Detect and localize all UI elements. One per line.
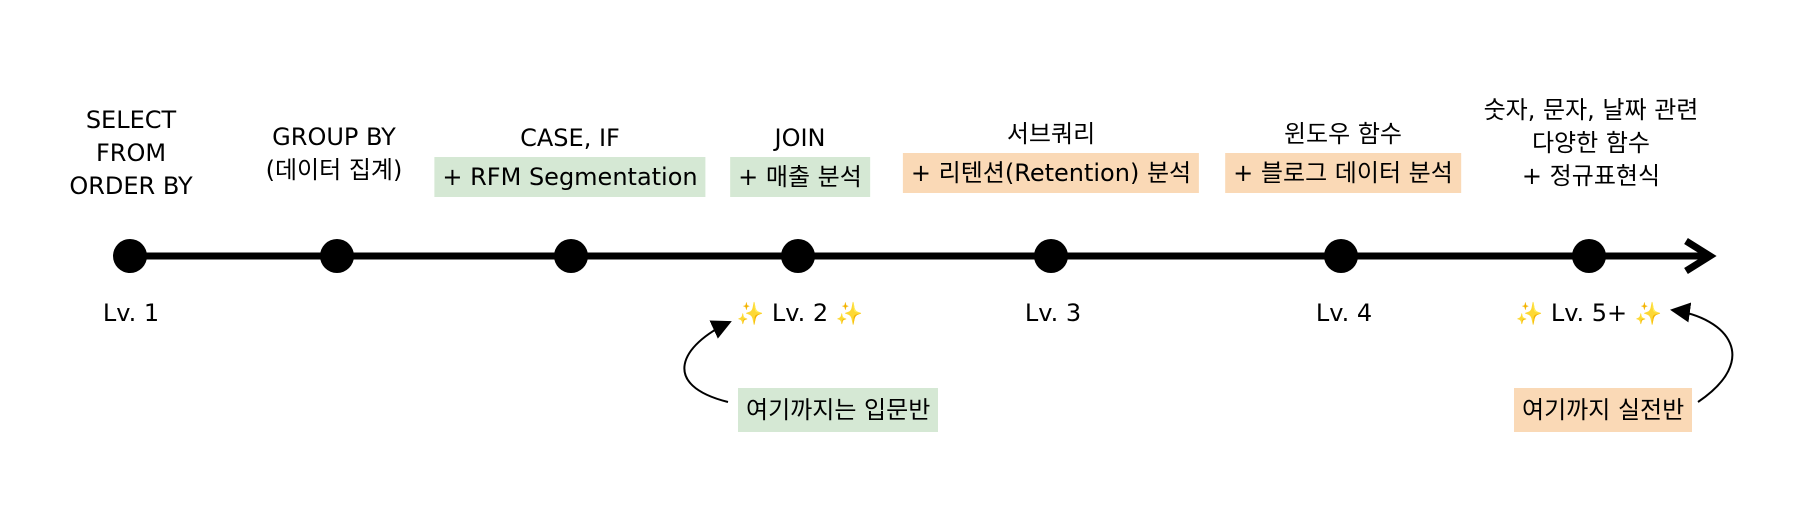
step-4-label: JOIN + 매출 분석 bbox=[730, 122, 870, 197]
level-lv2: ✨ Lv. 2 ✨ bbox=[737, 298, 863, 330]
step-5-highlight: + 리텐션(Retention) 분석 bbox=[902, 153, 1200, 193]
step-4-line-1: JOIN bbox=[774, 124, 826, 152]
level-lv4-text: Lv. 4 bbox=[1315, 299, 1373, 327]
advanced-course-note: 여기까지 실전반 bbox=[1514, 388, 1693, 432]
node-lv3 bbox=[1034, 239, 1068, 273]
node-group-by bbox=[320, 239, 354, 273]
step-2-line-2: (데이터 집계) bbox=[265, 156, 403, 184]
step-7-line-2: 다양한 함수 bbox=[1531, 129, 1651, 157]
level-lv5: ✨ Lv. 5+ ✨ bbox=[1516, 298, 1662, 330]
sparkle-icon: ✨ bbox=[835, 302, 864, 327]
step-7-line-1: 숫자, 문자, 날짜 관련 bbox=[1483, 96, 1699, 124]
step-5-line-1: 서브쿼리 bbox=[1006, 120, 1096, 148]
step-7-line-3: + 정규표현식 bbox=[1521, 162, 1661, 190]
step-4-highlight: + 매출 분석 bbox=[730, 157, 870, 197]
step-2-line-1: GROUP BY bbox=[272, 123, 396, 151]
sparkle-icon: ✨ bbox=[736, 302, 765, 327]
step-7-label: 숫자, 문자, 날짜 관련 다양한 함수 + 정규표현식 bbox=[1484, 94, 1699, 193]
step-1-label: SELECT FROM ORDER BY bbox=[69, 104, 192, 203]
level-lv3: Lv. 3 bbox=[1025, 298, 1081, 328]
timeline-arrowhead bbox=[1684, 238, 1717, 274]
step-6-highlight: + 블로그 데이터 분석 bbox=[1225, 153, 1461, 193]
level-lv3-text: Lv. 3 bbox=[1024, 299, 1082, 327]
step-3-label: CASE, IF + RFM Segmentation bbox=[434, 122, 706, 197]
step-1-line-2: FROM bbox=[95, 139, 167, 167]
step-6-label: 윈도우 함수 + 블로그 데이터 분석 bbox=[1225, 118, 1461, 193]
level-lv5-text: Lv. 5+ bbox=[1550, 299, 1628, 327]
step-1-line-3: ORDER BY bbox=[69, 172, 193, 200]
step-3-line-1: CASE, IF bbox=[520, 124, 620, 152]
level-lv4: Lv. 4 bbox=[1316, 298, 1372, 328]
step-1-line-1: SELECT bbox=[85, 106, 177, 134]
level-lv1: Lv. 1 bbox=[103, 298, 159, 328]
step-5-label: 서브쿼리 + 리텐션(Retention) 분석 bbox=[902, 118, 1200, 193]
step-3-highlight: + RFM Segmentation bbox=[434, 157, 706, 197]
sparkle-icon: ✨ bbox=[1634, 302, 1663, 327]
node-lv5 bbox=[1572, 239, 1606, 273]
node-lv4 bbox=[1324, 239, 1358, 273]
step-6-line-1: 윈도우 함수 bbox=[1283, 120, 1403, 148]
level-lv2-text: Lv. 2 bbox=[771, 299, 829, 327]
sparkle-icon: ✨ bbox=[1515, 302, 1544, 327]
advanced-curve-arrow bbox=[1670, 302, 1734, 403]
beginner-curve-arrow bbox=[683, 320, 732, 403]
node-lv2 bbox=[781, 239, 815, 273]
level-lv1-text: Lv. 1 bbox=[102, 299, 160, 327]
node-case-if bbox=[554, 239, 588, 273]
beginner-course-note: 여기까지는 입문반 bbox=[738, 388, 939, 432]
step-2-label: GROUP BY (데이터 집계) bbox=[266, 121, 403, 187]
node-lv1 bbox=[113, 239, 147, 273]
